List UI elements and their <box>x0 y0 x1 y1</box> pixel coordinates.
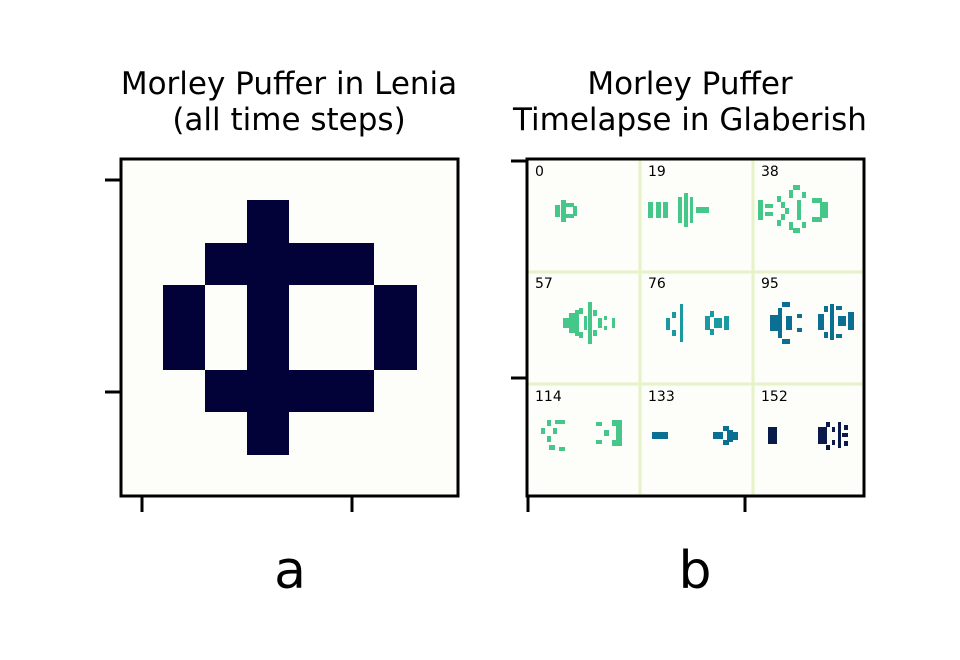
panel-a-title-line1: Morley Puffer in Lenia <box>120 66 458 102</box>
frame-label-114: 114 <box>535 389 562 405</box>
panel-b-label: b <box>678 541 712 601</box>
panel-b-grid-lines <box>527 159 864 496</box>
cell <box>205 243 374 285</box>
panel-b: 0 19 38 57 76 95 114 133 152 <box>511 157 866 512</box>
frame-label-19: 19 <box>648 164 666 180</box>
cell <box>247 285 289 370</box>
panel-a-label: a <box>274 541 306 601</box>
frame-label-95: 95 <box>761 276 779 292</box>
frame-133-pattern <box>652 426 738 445</box>
frame-57-pattern <box>563 302 615 344</box>
panel-a <box>105 157 460 512</box>
cell <box>374 285 417 370</box>
panel-b-background <box>527 159 864 496</box>
frame-label-0: 0 <box>535 164 544 180</box>
frame-label-38: 38 <box>761 164 779 180</box>
panel-b-title: Morley Puffer Timelapse in Glaberish <box>500 66 880 138</box>
frame-label-76: 76 <box>648 276 666 292</box>
panel-a-title-line2: (all time steps) <box>172 102 406 138</box>
frame-114-pattern <box>541 420 622 451</box>
panel-b-frame <box>525 157 866 498</box>
panel-b-title-line1: Morley Puffer <box>587 66 793 102</box>
panel-a-frame <box>119 157 460 498</box>
frame-label-133: 133 <box>648 389 675 405</box>
frame-0-pattern <box>555 200 577 222</box>
panel-a-pattern <box>163 200 417 455</box>
frame-152-pattern <box>768 422 848 450</box>
panel-a-title: Morley Puffer in Lenia (all time steps) <box>100 66 478 138</box>
cell <box>247 412 289 455</box>
frame-label-57: 57 <box>535 276 553 292</box>
cell <box>163 285 205 370</box>
panel-b-title-line2: Timelapse in Glaberish <box>513 102 867 138</box>
frame-19-pattern <box>648 193 709 227</box>
frame-label-152: 152 <box>761 389 788 405</box>
frame-38-pattern <box>758 185 828 233</box>
cell <box>205 370 374 412</box>
cell <box>247 200 289 243</box>
frame-95-pattern <box>770 302 854 344</box>
frame-76-pattern <box>666 304 729 342</box>
